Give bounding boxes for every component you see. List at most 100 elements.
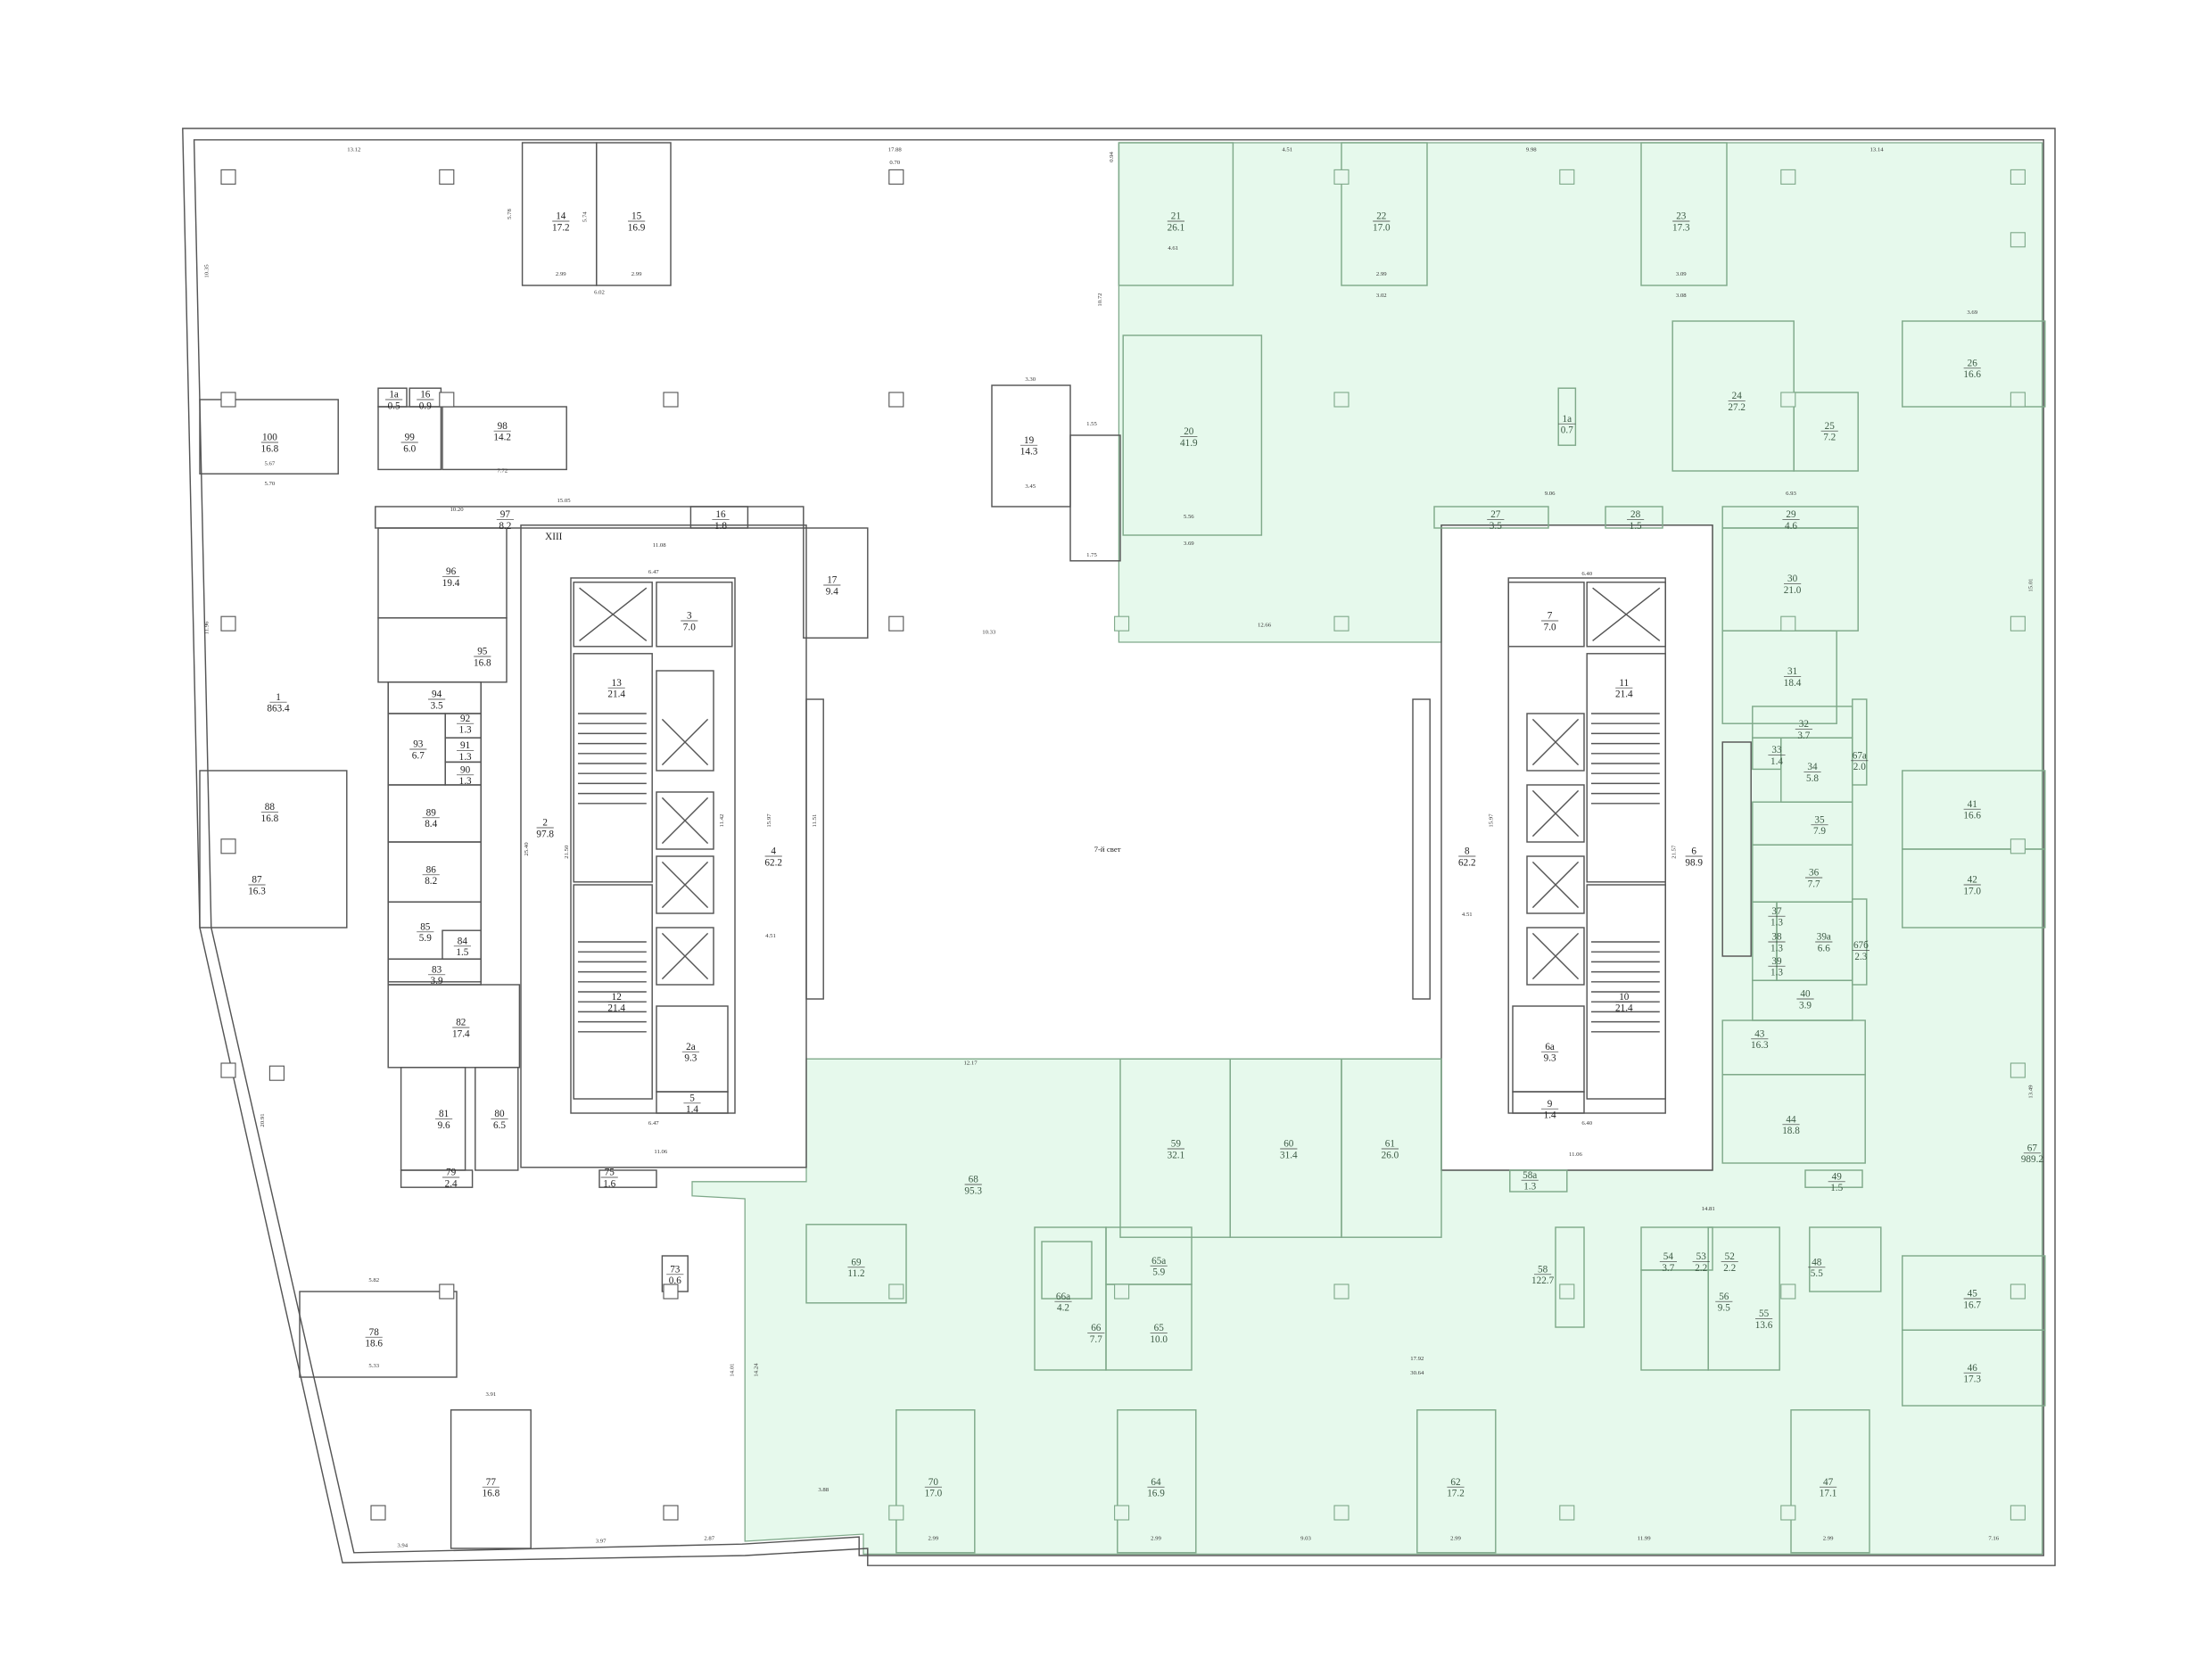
room-label[interactable]: 730.6 <box>666 1264 684 1286</box>
tenant-room-label[interactable]: 1а0.7 <box>1558 414 1576 436</box>
tenant-room-label[interactable]: 485.5 <box>1808 1257 1826 1279</box>
tenant-room-label[interactable]: 381.3 <box>1768 932 1786 954</box>
tenant-room-label[interactable]: 532.2 <box>1692 1251 1710 1274</box>
room-label[interactable]: 901.3 <box>457 764 475 787</box>
tenant-room-label[interactable]: 294.6 <box>1782 509 1800 532</box>
room-label[interactable]: 898.4 <box>422 807 440 830</box>
room-label[interactable]: 841.5 <box>453 936 471 958</box>
tenant-room-label[interactable]: 667.7 <box>1087 1323 1105 1345</box>
room-label[interactable]: 819.6 <box>435 1109 453 1131</box>
room-label[interactable]: 751.6 <box>600 1168 618 1190</box>
room-label[interactable]: 179.4 <box>823 575 841 598</box>
room-label[interactable]: 996.0 <box>400 433 418 455</box>
room-label[interactable]: 978.2 <box>496 509 514 532</box>
room-label[interactable]: 855.9 <box>417 921 434 944</box>
tenant-room-label[interactable]: 257.2 <box>1820 421 1838 443</box>
room-label[interactable]: 37.0 <box>681 611 698 633</box>
room-label[interactable]: 868.2 <box>422 864 440 887</box>
room-label[interactable]: 6а9.3 <box>1541 1042 1559 1064</box>
tenant-room-label[interactable]: 357.9 <box>1811 814 1828 837</box>
tenant-room-label[interactable]: 345.8 <box>1803 762 1821 784</box>
room-label[interactable]: 297.8 <box>536 818 554 840</box>
room-label[interactable]: 77.0 <box>1541 611 1559 633</box>
room-label[interactable]: 51.4 <box>683 1093 701 1115</box>
tenant-room-label[interactable]: 543.7 <box>1659 1251 1677 1274</box>
room-label[interactable]: 462.2 <box>764 846 782 869</box>
tenant-room-label[interactable]: 522.2 <box>1721 1251 1738 1274</box>
room-label[interactable]: 943.5 <box>428 689 446 712</box>
room-label[interactable]: 911.3 <box>457 740 475 763</box>
tenant-room-label[interactable]: 403.9 <box>1796 989 1814 1011</box>
room-label[interactable]: 833.9 <box>428 964 446 986</box>
room-label[interactable]: 792.4 <box>442 1168 460 1190</box>
room-label[interactable]: 921.3 <box>457 714 475 736</box>
room-label[interactable]: 161.8 <box>712 509 730 532</box>
room-label[interactable]: 160.9 <box>417 390 434 412</box>
tenant-room-label[interactable]: 391.3 <box>1768 956 1786 978</box>
room-label[interactable]: 806.5 <box>491 1109 508 1131</box>
room-label[interactable]: 862.2 <box>1458 846 1476 869</box>
room-label[interactable]: 1а0.5 <box>385 390 403 412</box>
tenant-room-label[interactable]: 273.5 <box>1487 509 1505 532</box>
tenant-room-label[interactable]: 569.5 <box>1715 1292 1733 1314</box>
tenant-room-label[interactable]: 281.5 <box>1627 509 1645 532</box>
tenant-room-label[interactable]: 367.7 <box>1805 868 1823 890</box>
room-label[interactable]: 936.7 <box>409 739 427 762</box>
room-label[interactable]: 91.4 <box>1541 1099 1559 1121</box>
tenant-room-label[interactable]: 331.4 <box>1768 745 1786 767</box>
tenant-room-label[interactable]: 491.5 <box>1828 1171 1845 1193</box>
room-label[interactable]: 2а9.3 <box>681 1042 699 1064</box>
tenant-room-label[interactable]: 323.7 <box>1795 719 1812 741</box>
room-label[interactable]: 698.9 <box>1685 846 1703 869</box>
tenant-room-label[interactable]: 371.3 <box>1768 906 1786 929</box>
